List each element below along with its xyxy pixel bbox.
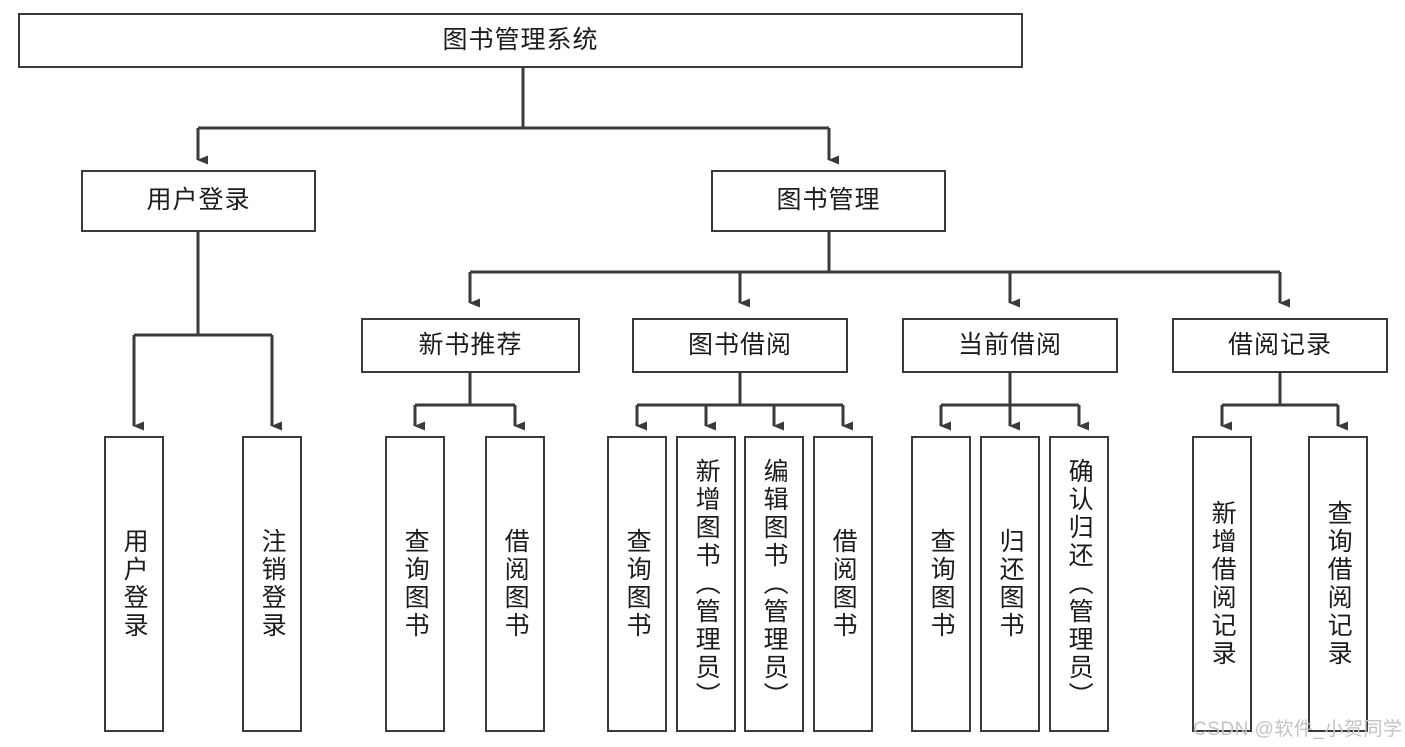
leaf-label: 查询图书 <box>623 528 652 640</box>
leaf-label: 新增图书（管理员） <box>692 458 721 710</box>
node-user-login-label: 用户登录 <box>146 186 251 215</box>
leaf-borrow-edit-book-admin[interactable]: 编辑图书（管理员） <box>744 436 804 732</box>
node-root-label: 图书管理系统 <box>442 25 599 54</box>
leaf-label: 确认归还（管理员） <box>1065 458 1094 710</box>
node-book-borrow[interactable]: 图书借阅 <box>632 318 848 373</box>
leaf-record-add-borrow-record[interactable]: 新增借阅记录 <box>1192 436 1252 732</box>
node-current-borrow-label: 当前借阅 <box>957 330 1062 359</box>
node-borrow-record-label: 借阅记录 <box>1227 330 1332 359</box>
leaf-label: 查询图书 <box>401 528 430 640</box>
leaf-label: 编辑图书（管理员） <box>760 458 789 710</box>
node-book-borrow-label: 图书借阅 <box>687 330 792 359</box>
leaf-label: 注销登录 <box>258 528 287 640</box>
leaf-borrow-borrow-books[interactable]: 借阅图书 <box>813 436 873 732</box>
leaf-new-book-borrow-books[interactable]: 借阅图书 <box>485 436 545 732</box>
leaf-label: 查询借阅记录 <box>1324 500 1353 668</box>
leaf-current-return-books[interactable]: 归还图书 <box>980 436 1040 732</box>
node-borrow-record[interactable]: 借阅记录 <box>1172 318 1388 373</box>
leaf-label: 用户登录 <box>120 528 149 640</box>
leaf-label: 借阅图书 <box>829 528 858 640</box>
leaf-current-query-books[interactable]: 查询图书 <box>911 436 971 732</box>
node-new-book-recommend-label: 新书推荐 <box>418 330 523 359</box>
leaf-current-confirm-return-admin[interactable]: 确认归还（管理员） <box>1049 436 1109 732</box>
leaf-user-login-signin[interactable]: 用户登录 <box>104 436 164 732</box>
leaf-label: 归还图书 <box>996 528 1025 640</box>
leaf-label: 查询图书 <box>927 528 956 640</box>
node-current-borrow[interactable]: 当前借阅 <box>902 318 1118 373</box>
leaf-user-login-signout[interactable]: 注销登录 <box>242 436 302 732</box>
node-root-library-system[interactable]: 图书管理系统 <box>18 13 1023 68</box>
leaf-label: 借阅图书 <box>501 528 530 640</box>
node-new-book-recommend[interactable]: 新书推荐 <box>361 318 580 373</box>
leaf-record-query-borrow-record[interactable]: 查询借阅记录 <box>1308 436 1368 732</box>
node-user-login[interactable]: 用户登录 <box>81 170 316 232</box>
watermark: CSDN @软件_小贺同学 <box>1193 719 1403 740</box>
leaf-borrow-add-book-admin[interactable]: 新增图书（管理员） <box>676 436 736 732</box>
leaf-new-book-query-books[interactable]: 查询图书 <box>385 436 445 732</box>
node-book-management[interactable]: 图书管理 <box>711 170 946 232</box>
node-book-management-label: 图书管理 <box>776 186 881 215</box>
leaf-borrow-query-books[interactable]: 查询图书 <box>607 436 667 732</box>
leaf-label: 新增借阅记录 <box>1208 500 1237 668</box>
